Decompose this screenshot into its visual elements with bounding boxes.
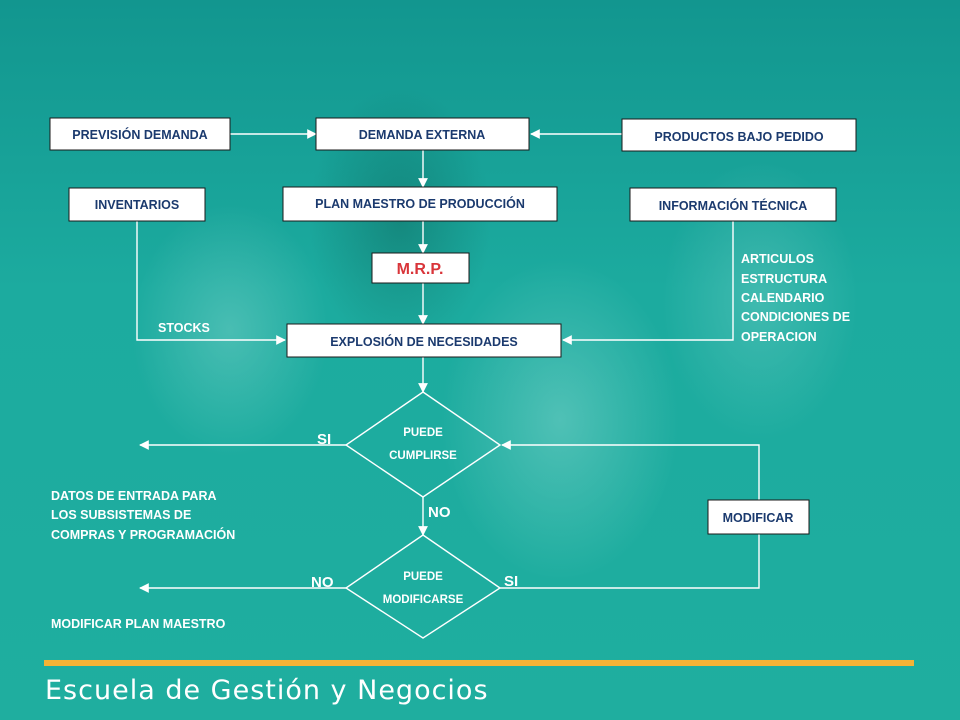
box-informacion-tecnica-label: INFORMACIÓN TÉCNICA	[659, 198, 808, 213]
label-stocks: STOCKS	[158, 321, 210, 335]
box-explosion-necesidades: EXPLOSIÓN DE NECESIDADES	[286, 323, 562, 358]
footer-brand: Escuela de Gestión y Negocios	[45, 675, 489, 706]
decision-2-line-2: MODIFICARSE	[383, 594, 464, 606]
info-item-5: OPERACION	[741, 330, 817, 344]
box-modificar: MODIFICAR	[707, 499, 810, 535]
info-item-2: ESTRUCTURA	[741, 272, 827, 286]
decision-2-line-1: PUEDE	[403, 571, 443, 583]
label-info-tecnica-items: ARTICULOS ESTRUCTURA CALENDARIO CONDICIO…	[741, 252, 850, 344]
datos-entrada-line-3: COMPRAS Y PROGRAMACIÓN	[51, 527, 235, 542]
box-mrp-label: M.R.P.	[397, 261, 444, 278]
decision-1-line-2: CUMPLIRSE	[389, 450, 457, 462]
datos-entrada-line-1: DATOS DE ENTRADA PARA	[51, 489, 217, 503]
label-no-modificarse: NO	[311, 574, 334, 591]
decision-puede-cumplirse: PUEDE CUMPLIRSE	[344, 391, 502, 498]
info-item-3: CALENDARIO	[741, 291, 825, 305]
label-si-cumplirse: SI	[317, 431, 331, 448]
arrow-info-tecnica-to-explosion	[562, 221, 734, 345]
info-item-4: CONDICIONES DE	[741, 310, 850, 324]
line-si-to-modificar	[500, 534, 760, 589]
box-explosion-label: EXPLOSIÓN DE NECESIDADES	[330, 334, 518, 349]
box-plan-maestro: PLAN MAESTRO DE PRODUCCIÓN	[282, 186, 558, 222]
box-demanda-externa: DEMANDA EXTERNA	[315, 117, 530, 151]
datos-entrada-line-2: LOS SUBSISTEMAS DE	[51, 508, 191, 522]
connectors	[136, 129, 760, 593]
box-mrp: M.R.P.	[371, 252, 470, 284]
box-inventarios-label: INVENTARIOS	[95, 198, 180, 212]
box-prevision-demanda-label: PREVISIÓN DEMANDA	[72, 127, 207, 142]
decision-1-line-1: PUEDE	[403, 427, 443, 439]
box-plan-maestro-label: PLAN MAESTRO DE PRODUCCIÓN	[315, 196, 525, 211]
label-si-modificarse: SI	[504, 573, 518, 590]
label-modificar-plan-maestro: MODIFICAR PLAN MAESTRO	[51, 617, 226, 631]
box-productos-bajo-pedido-label: PRODUCTOS BAJO PEDIDO	[654, 130, 824, 144]
arrow-modificar-to-decision	[501, 440, 760, 500]
label-no-cumplirse: NO	[428, 504, 451, 521]
box-demanda-externa-label: DEMANDA EXTERNA	[359, 128, 486, 142]
box-informacion-tecnica: INFORMACIÓN TÉCNICA	[629, 187, 837, 222]
arrow-inventarios-to-explosion	[136, 221, 286, 345]
box-inventarios: INVENTARIOS	[68, 187, 206, 222]
decision-puede-modificarse: PUEDE MODIFICARSE	[344, 534, 502, 639]
box-prevision-demanda: PREVISIÓN DEMANDA	[49, 117, 231, 151]
box-modificar-label: MODIFICAR	[723, 511, 794, 525]
box-productos-bajo-pedido: PRODUCTOS BAJO PEDIDO	[621, 118, 857, 152]
footer-accent-line	[44, 660, 914, 666]
info-item-1: ARTICULOS	[741, 252, 814, 266]
label-datos-entrada: DATOS DE ENTRADA PARA LOS SUBSISTEMAS DE…	[51, 489, 235, 542]
